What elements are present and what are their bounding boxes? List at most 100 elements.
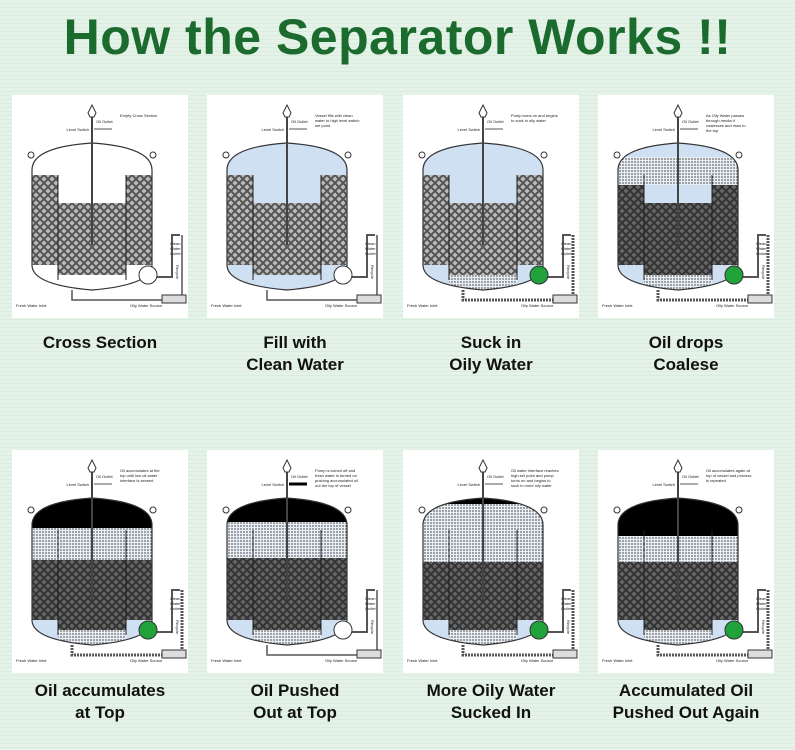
fresh-water-inlet-label: Fresh Water Inlet <box>602 658 633 663</box>
pump-icon <box>529 265 549 285</box>
oily-water-source-tank <box>747 649 773 659</box>
fresh-water-inlet-label: Fresh Water Inlet <box>407 303 438 308</box>
vessel-outline <box>422 142 544 291</box>
clean-water-outlet-label: Clean <box>756 596 766 601</box>
pump-icon <box>529 620 549 640</box>
level-switch-label: Level Switch <box>67 127 89 132</box>
vessel-outline <box>617 497 739 646</box>
clean-water-outlet-label: Water <box>561 601 572 606</box>
caption-line: Oily Water <box>449 355 533 374</box>
stage-note: through media it <box>706 118 736 123</box>
oil-outlet-label: Oil Outlet <box>291 119 309 124</box>
clean-water-outlet-label: Water <box>756 601 767 606</box>
fresh-water-inlet-label: Fresh Water Inlet <box>16 303 47 308</box>
oily-water-layer <box>58 630 126 645</box>
clean-water-outlet-label: Outlet <box>756 251 768 256</box>
oily-water-source-tank <box>161 649 187 659</box>
caption-line: Cross Section <box>42 333 158 352</box>
pump-icon <box>724 265 744 285</box>
clean-water-outlet-label: Outlet <box>561 251 573 256</box>
fresh-water-inlet-label: Fresh Water Inlet <box>211 658 242 663</box>
clean-water-outlet-label: Outlet <box>365 251 377 256</box>
stage-note: high set point and pump <box>511 473 554 478</box>
caption-line: More Oily Water <box>426 681 556 700</box>
level-switch-label: Level Switch <box>458 127 480 132</box>
level-switch-icon <box>87 103 97 118</box>
recycle-label: Recycle <box>370 620 375 635</box>
stage-note: top until low oil-water <box>120 473 158 478</box>
oily-water-source-tank <box>747 294 773 304</box>
level-switch-icon <box>282 458 292 473</box>
clean-water-outlet-label: Clean <box>561 596 571 601</box>
stage-note: to suck in oily water <box>511 118 547 123</box>
clean-water-outlet-label: Clean <box>170 596 180 601</box>
clean-water-outlet-label: Clean <box>561 241 571 246</box>
stage-note: As Oily Water passes <box>706 113 744 118</box>
stage-note: Oil accumulates at the <box>120 468 160 473</box>
oily-water-source-label: Oily Water Source <box>521 303 554 308</box>
media-right <box>517 175 543 265</box>
oily-water-source-label: Oily Water Source <box>130 658 163 663</box>
caption-line: Oil accumulates <box>34 681 166 700</box>
oily-water-layer <box>449 630 517 645</box>
stage-note: Vessel fills with clean <box>315 113 353 118</box>
oil-outlet-label: Oil Outlet <box>487 474 505 479</box>
recycle-label: Recycle <box>175 265 180 280</box>
oil-outlet-label: Oil Outlet <box>96 119 114 124</box>
recycle-label: Recycle <box>175 620 180 635</box>
level-switch-icon <box>478 458 488 473</box>
clean-water-outlet-label: Clean <box>170 241 180 246</box>
stage-note: pushing accumulated oil <box>315 478 358 483</box>
caption-line: Oil Pushed <box>250 681 340 700</box>
clean-water-outlet-label: Outlet <box>756 606 768 611</box>
oily-water-source-label: Oily Water Source <box>521 658 554 663</box>
level-switch-icon <box>673 103 683 118</box>
fresh-water-inlet-label: Fresh Water Inlet <box>16 658 47 663</box>
oily-water-source-label: Oily Water Source <box>716 303 749 308</box>
vessel-outline <box>226 497 348 646</box>
vessel-outline <box>617 142 739 291</box>
media-left <box>423 175 449 265</box>
recycle-label: Recycle <box>566 620 571 635</box>
oily-water-source-label: Oily Water Source <box>325 658 358 663</box>
clean-water-outlet-label: Outlet <box>365 606 377 611</box>
clean-water-outlet-label: Outlet <box>170 251 182 256</box>
pump-icon <box>138 265 158 285</box>
clean-water-outlet-label: Clean <box>365 241 375 246</box>
oily-water-source-tank <box>161 294 187 304</box>
oily-water-source-tank <box>356 294 382 304</box>
clean-water-outlet-label: Water <box>170 246 181 251</box>
oil-outlet-label: Oil Outlet <box>291 474 309 479</box>
clean-water-outlet-label: Water <box>365 601 376 606</box>
media-left <box>227 175 253 265</box>
pump-icon <box>138 620 158 640</box>
caption-line: Coalese <box>653 355 719 374</box>
vessel-outline <box>31 142 153 291</box>
stage-note: Pump turns on and begins <box>511 113 558 118</box>
oily-water-source-tank <box>552 294 578 304</box>
oily-water-source-label: Oily Water Source <box>325 303 358 308</box>
stage-note: Oil accumulates again at <box>706 468 751 473</box>
media-right <box>712 175 738 265</box>
oily-water-layer <box>253 630 321 645</box>
caption-line: Accumulated Oil <box>618 681 754 700</box>
oil-outlet-label: Oil Outlet <box>682 119 700 124</box>
level-switch-icon <box>673 458 683 473</box>
level-switch-icon <box>282 103 292 118</box>
level-switch-label: Level Switch <box>67 482 89 487</box>
oily-water-layer <box>644 275 712 290</box>
fresh-water-inlet-label: Fresh Water Inlet <box>407 658 438 663</box>
level-switch-label: Level Switch <box>653 127 675 132</box>
level-switch-label: Level Switch <box>458 482 480 487</box>
fresh-water-inlet-label: Fresh Water Inlet <box>602 303 633 308</box>
oil-outlet-label: Oil Outlet <box>96 474 114 479</box>
caption-line: Oil drops <box>648 333 724 352</box>
vessel-outline <box>226 142 348 291</box>
caption-line: Sucked In <box>450 703 532 722</box>
